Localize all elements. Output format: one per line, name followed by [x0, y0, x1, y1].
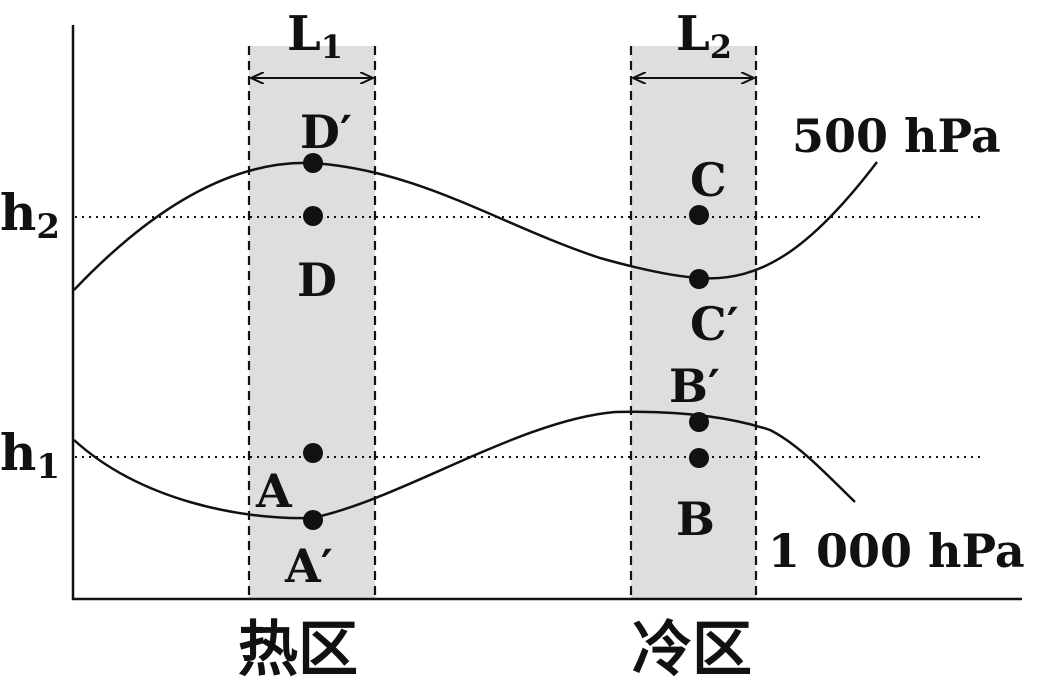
isobar-500-label: 500 hPa	[792, 109, 1001, 163]
label-b-prime: B′	[669, 359, 720, 413]
cold-zone-band	[631, 46, 756, 598]
l2-label: L2	[676, 6, 732, 66]
label-a: A	[255, 464, 293, 518]
point-d-prime	[303, 153, 323, 173]
point-a-prime	[303, 510, 323, 530]
isobar-500-curve	[73, 161, 878, 291]
hot-zone-label: 热区	[238, 615, 358, 683]
point-b-prime	[689, 412, 709, 432]
cold-zone-label: 冷区	[632, 615, 752, 683]
isobar-1000-label: 1 000 hPa	[768, 524, 1025, 578]
label-c: C	[690, 153, 727, 207]
label-c-prime: C′	[690, 297, 739, 351]
label-a-prime: A′	[284, 539, 333, 593]
point-c-prime	[689, 269, 709, 289]
h1-label: h1	[0, 423, 60, 487]
isobar-1000-curve	[73, 410, 856, 520]
h2-label: h2	[0, 183, 60, 247]
point-c	[689, 205, 709, 225]
label-b: B	[676, 492, 715, 546]
label-d: D	[297, 253, 337, 307]
l1-label: L1	[287, 6, 343, 66]
point-a	[303, 443, 323, 463]
label-d-prime: D′	[300, 105, 352, 159]
point-d	[303, 206, 323, 226]
point-b	[689, 448, 709, 468]
